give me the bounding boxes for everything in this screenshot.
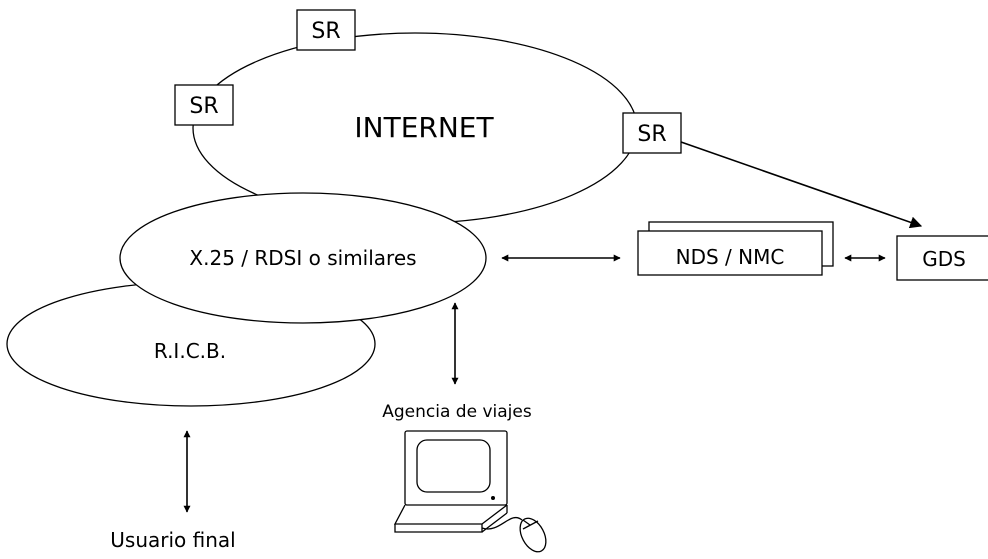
router-box-left bbox=[174, 84, 234, 126]
router-box-top bbox=[296, 9, 356, 51]
router-label-right: SR bbox=[637, 122, 666, 147]
nds-label: NDS / NMC bbox=[676, 245, 785, 269]
router-label-top: SR bbox=[311, 19, 340, 44]
internet-label: INTERNET bbox=[354, 111, 494, 144]
mouse-icon bbox=[519, 517, 547, 553]
x25-ellipse bbox=[119, 192, 487, 324]
gds-label: GDS bbox=[922, 247, 966, 271]
router-box-right bbox=[622, 112, 682, 154]
agencia-label: Agencia de viajes bbox=[382, 402, 532, 422]
arrow-sr-to-gds bbox=[680, 141, 923, 229]
x25-label: X.25 / RDSI o similares bbox=[189, 246, 416, 270]
gds-box bbox=[896, 235, 988, 281]
nds-box-front bbox=[637, 230, 823, 276]
desktop-computer-icon bbox=[393, 430, 523, 533]
ricb-label: R.I.C.B. bbox=[154, 339, 226, 363]
router-label-left: SR bbox=[189, 94, 218, 119]
usuario-label: Usuario final bbox=[110, 528, 235, 552]
